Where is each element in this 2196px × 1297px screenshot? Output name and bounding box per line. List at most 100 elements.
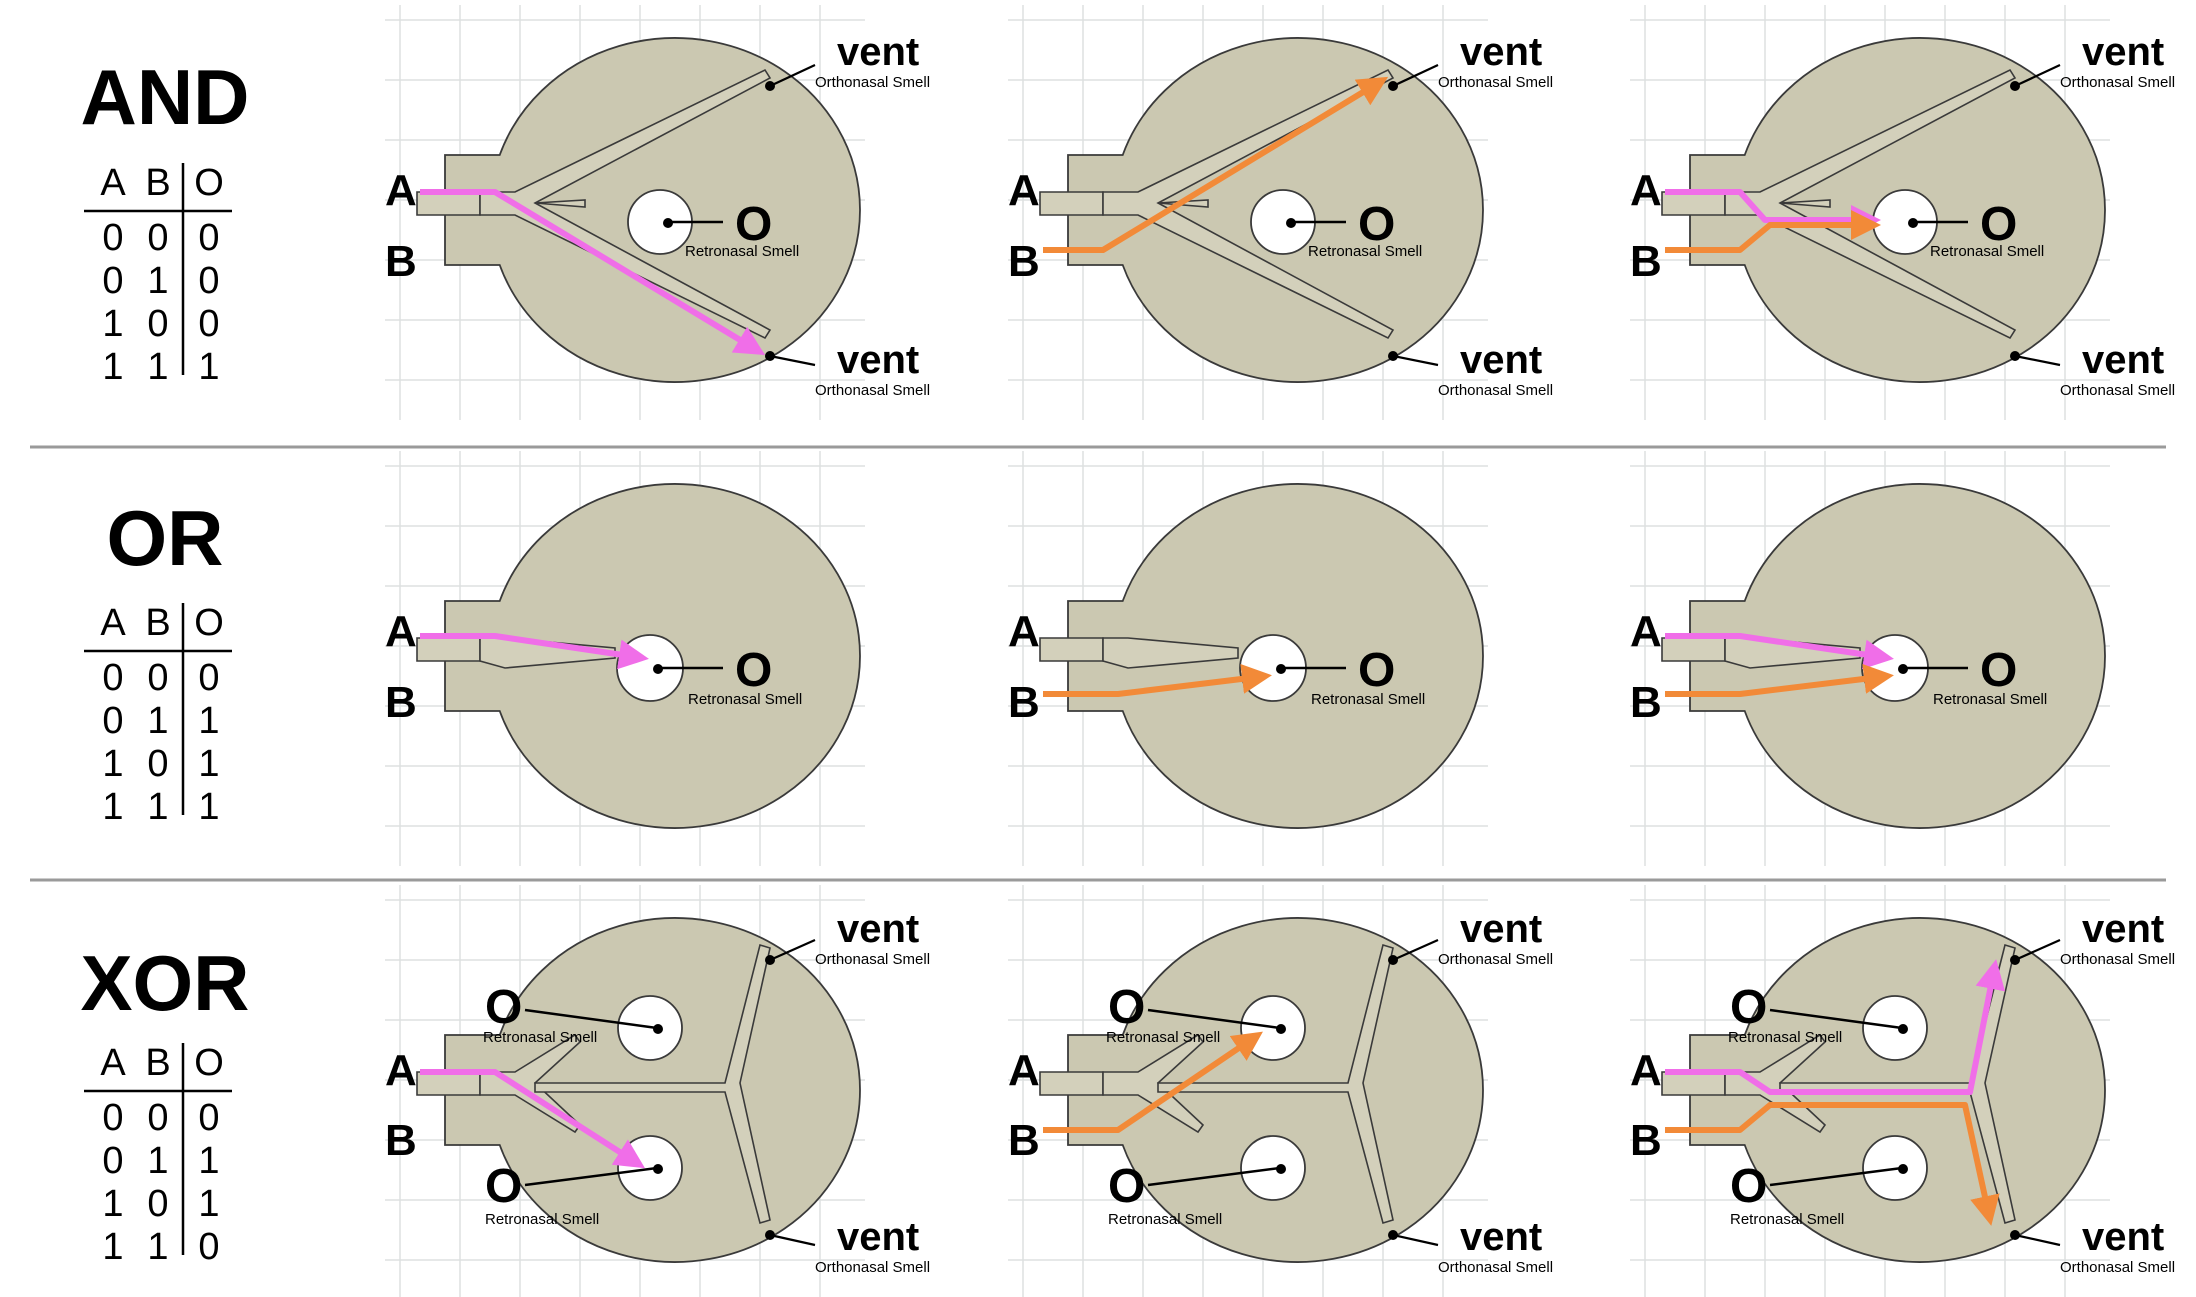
vent-label: vent bbox=[837, 1215, 919, 1259]
truth-table-header: O bbox=[194, 1042, 224, 1084]
truth-table-cell: 1 bbox=[102, 1183, 123, 1225]
truth-table-cell: 1 bbox=[198, 743, 219, 785]
retronasal-label: Retronasal Smell bbox=[483, 1029, 597, 1046]
vent-leader-line bbox=[1392, 354, 1439, 367]
vent-leader-line bbox=[769, 938, 816, 962]
retronasal-label: Retronasal Smell bbox=[1308, 243, 1422, 260]
output-port-dot bbox=[1276, 1024, 1286, 1034]
vent-label: vent bbox=[2082, 907, 2164, 951]
output-leader-line bbox=[524, 1008, 658, 1030]
truth-table-cell: 0 bbox=[147, 657, 168, 699]
truth-table-cell: 0 bbox=[198, 1097, 219, 1139]
input-a-label: A bbox=[385, 1046, 417, 1095]
input-b-label: B bbox=[1008, 237, 1040, 286]
vent-leader-line bbox=[1392, 1233, 1439, 1247]
truth-table-cell: 1 bbox=[198, 1140, 219, 1182]
input-a-label: A bbox=[1630, 607, 1662, 656]
split-channels bbox=[1102, 1033, 1205, 1134]
input-b-label: B bbox=[1630, 1116, 1662, 1165]
truth-table-cell: 0 bbox=[198, 657, 219, 699]
input-b-label: B bbox=[1630, 678, 1662, 727]
input-a-label: A bbox=[1008, 1046, 1040, 1095]
vent-leader-line bbox=[769, 1233, 816, 1247]
flow-arrow-a bbox=[1665, 633, 1894, 670]
vent-label: vent bbox=[2082, 338, 2164, 382]
output-leader-line bbox=[1147, 1008, 1281, 1030]
orthonasal-label: Orthonasal Smell bbox=[1438, 382, 1553, 399]
truth-table-header: O bbox=[194, 162, 224, 204]
output-label: O bbox=[1358, 644, 1395, 697]
gate-title-xor: XOR bbox=[80, 939, 249, 1027]
flow-arrow-a bbox=[1665, 959, 2006, 1095]
input-a-label: A bbox=[1008, 166, 1040, 215]
orthonasal-label: Orthonasal Smell bbox=[1438, 74, 1553, 91]
truth-table-cell: 0 bbox=[102, 1140, 123, 1182]
truth-table-cell: 0 bbox=[102, 217, 123, 259]
truth-table-cell: 1 bbox=[198, 786, 219, 828]
vent-label: vent bbox=[2082, 1215, 2164, 1259]
truth-table-cell: 1 bbox=[147, 346, 168, 388]
orthonasal-label: Orthonasal Smell bbox=[1438, 1259, 1553, 1276]
truth-table-header: B bbox=[145, 1042, 170, 1084]
retronasal-label: Retronasal Smell bbox=[1930, 243, 2044, 260]
vent-label: vent bbox=[837, 907, 919, 951]
vent-leader-line bbox=[769, 354, 816, 367]
vent-channels bbox=[479, 68, 772, 340]
truth-table-cell: 1 bbox=[102, 743, 123, 785]
vent-leader-line bbox=[1392, 64, 1439, 87]
output-label: O bbox=[1108, 1160, 1145, 1213]
vent-label: vent bbox=[1460, 1215, 1542, 1259]
truth-table-cell: 1 bbox=[147, 700, 168, 742]
vent-label: vent bbox=[2082, 30, 2164, 74]
vent-label: vent bbox=[837, 30, 919, 74]
input-a-label: A bbox=[1008, 607, 1040, 656]
vent-channels bbox=[1724, 68, 2017, 340]
vent-leader-line bbox=[2014, 64, 2061, 87]
retronasal-label: Retronasal Smell bbox=[1311, 691, 1425, 708]
truth-table-header: B bbox=[145, 162, 170, 204]
truth-table-cell: 0 bbox=[147, 1097, 168, 1139]
vent-leader-line bbox=[2014, 938, 2061, 962]
retronasal-label: Retronasal Smell bbox=[1728, 1029, 1842, 1046]
truth-table-header: A bbox=[100, 602, 126, 644]
truth-table-cell: 1 bbox=[198, 700, 219, 742]
output-label: O bbox=[485, 981, 522, 1034]
vent-label: vent bbox=[1460, 907, 1542, 951]
orthonasal-label: Orthonasal Smell bbox=[815, 74, 930, 91]
truth-table-cell: 0 bbox=[147, 303, 168, 345]
output-port-dot bbox=[653, 1164, 663, 1174]
truth-table-cell: 0 bbox=[102, 700, 123, 742]
flow-arrow-b bbox=[1043, 664, 1272, 697]
inlet-channel bbox=[1039, 191, 1104, 216]
inlet-channel bbox=[1039, 1071, 1104, 1096]
vent-channels bbox=[534, 943, 771, 1225]
gate-title-or: OR bbox=[107, 494, 224, 582]
output-label: O bbox=[1730, 981, 1767, 1034]
vent-label: vent bbox=[1460, 30, 1542, 74]
retronasal-label: Retronasal Smell bbox=[485, 1211, 599, 1228]
flow-arrow-b bbox=[1043, 76, 1389, 253]
output-port-dot bbox=[1276, 1164, 1286, 1174]
orthonasal-label: Orthonasal Smell bbox=[1438, 951, 1553, 968]
gate-title-and: AND bbox=[81, 53, 250, 141]
output-channel bbox=[1779, 199, 1831, 208]
input-b-label: B bbox=[385, 1116, 417, 1165]
truth-table-cell: 0 bbox=[147, 217, 168, 259]
inlet-channel bbox=[416, 1071, 481, 1096]
retronasal-label: Retronasal Smell bbox=[685, 243, 799, 260]
orthonasal-label: Orthonasal Smell bbox=[2060, 1259, 2175, 1276]
inlet-channel bbox=[1661, 191, 1726, 216]
truth-table-cell: 0 bbox=[198, 1226, 219, 1268]
flow-arrow-b bbox=[1665, 210, 1881, 253]
vent-label: vent bbox=[837, 338, 919, 382]
truth-table-header: O bbox=[194, 602, 224, 644]
vent-channels bbox=[1157, 943, 1394, 1225]
